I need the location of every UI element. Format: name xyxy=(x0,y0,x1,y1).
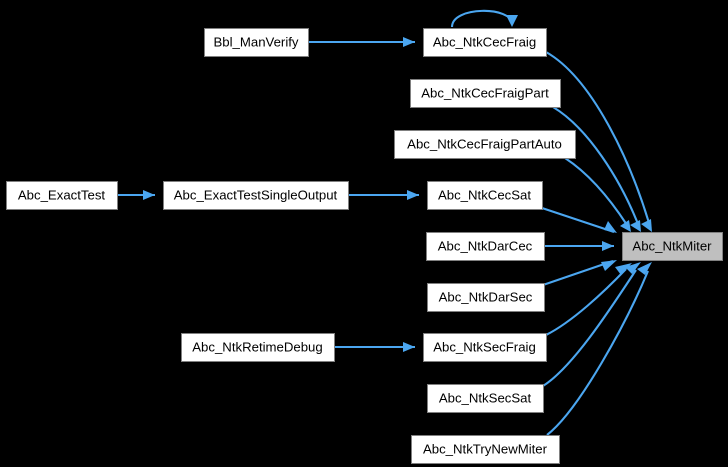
edge-abc-ntk-retime-debug-to-abc-ntk-sec-fraig xyxy=(334,342,415,352)
edge-line xyxy=(545,268,627,336)
edge-abc-ntk-try-new-miter-to-abc-ntk-miter xyxy=(546,262,652,436)
arrowhead-icon xyxy=(620,220,631,232)
arrowhead-icon xyxy=(625,262,641,274)
arrowhead-icon xyxy=(143,190,155,200)
graph-node-abc-ntk-cec-fraig-part-auto[interactable]: Abc_NtkCecFraigPartAuto xyxy=(394,130,576,159)
edge-bbl-man-verify-to-abc-ntk-cec-fraig xyxy=(308,37,415,47)
edge-line xyxy=(552,106,639,225)
edge-abc-ntk-sec-sat-to-abc-ntk-miter xyxy=(542,262,641,387)
arrowhead-icon xyxy=(403,342,415,352)
node-box[interactable] xyxy=(181,333,335,362)
edge-abc-ntk-dar-cec-to-abc-ntk-miter xyxy=(544,241,614,251)
node-box[interactable] xyxy=(427,384,544,413)
arrowhead-icon xyxy=(602,241,614,251)
node-box[interactable] xyxy=(204,28,309,57)
edge-abc-exact-test-to-abc-exact-test-single-output xyxy=(117,190,155,200)
node-box[interactable] xyxy=(163,181,349,210)
arrowhead-icon xyxy=(601,260,617,271)
edge-abc-ntk-dar-sec-to-abc-ntk-miter xyxy=(542,260,617,286)
edge-line xyxy=(541,207,615,233)
edge-abc-ntk-sec-fraig-to-abc-ntk-miter xyxy=(545,263,632,336)
edge-line xyxy=(545,51,651,224)
edge-line xyxy=(542,260,614,286)
edge-abc-ntk-cec-fraig-to-abc-ntk-cec-fraig xyxy=(450,9,518,28)
node-box[interactable] xyxy=(427,283,545,312)
node-box[interactable] xyxy=(6,181,118,210)
arrowhead-icon xyxy=(630,220,641,232)
node-box[interactable] xyxy=(426,232,545,261)
arrowhead-icon xyxy=(403,37,415,47)
edge-line xyxy=(564,157,628,226)
node-box[interactable] xyxy=(394,130,576,159)
edge-abc-ntk-cec-fraig-part-auto-to-abc-ntk-miter xyxy=(564,157,631,232)
arrowhead-icon xyxy=(506,15,518,27)
edge-abc-ntk-cec-fraig-to-abc-ntk-miter xyxy=(545,51,652,232)
graph-node-abc-ntk-sec-fraig[interactable]: Abc_NtkSecFraig xyxy=(423,333,547,362)
graph-node-abc-exact-test-single-output[interactable]: Abc_ExactTestSingleOutput xyxy=(163,181,349,210)
graph-node-abc-ntk-miter[interactable]: Abc_NtkMiter xyxy=(622,232,723,261)
graph-node-abc-ntk-retime-debug[interactable]: Abc_NtkRetimeDebug xyxy=(181,333,335,362)
arrowhead-icon xyxy=(615,263,632,275)
graph-node-abc-ntk-cec-sat[interactable]: Abc_NtkCecSat xyxy=(427,181,543,210)
edge-line xyxy=(450,9,514,28)
edge-line xyxy=(542,269,637,387)
graph-node-abc-ntk-try-new-miter[interactable]: Abc_NtkTryNewMiter xyxy=(411,435,560,464)
node-box[interactable] xyxy=(411,435,560,464)
node-box[interactable] xyxy=(423,333,547,362)
arrowhead-icon xyxy=(641,219,652,232)
edge-abc-exact-test-single-output-to-abc-ntk-cec-sat xyxy=(348,190,419,200)
edges-layer xyxy=(117,9,652,436)
graph-node-abc-ntk-dar-sec[interactable]: Abc_NtkDarSec xyxy=(427,283,545,312)
edge-abc-ntk-cec-fraig-part-to-abc-ntk-miter xyxy=(552,106,641,232)
nodes-layer: Bbl_ManVerify Abc_NtkCecFraigAbc_NtkCecFr… xyxy=(6,28,723,464)
node-box[interactable] xyxy=(427,181,543,210)
node-box[interactable] xyxy=(410,79,561,108)
graph-node-abc-ntk-dar-cec[interactable]: Abc_NtkDarCec xyxy=(426,232,545,261)
graph-node-abc-ntk-cec-fraig[interactable]: Abc_NtkCecFraig xyxy=(423,28,547,57)
graph-node-bbl-man-verify[interactable]: Bbl_ManVerify xyxy=(204,28,309,57)
graph-node-abc-exact-test[interactable]: Abc_ExactTest xyxy=(6,181,118,210)
arrowhead-icon xyxy=(604,221,617,233)
node-box[interactable] xyxy=(423,28,547,57)
graph-node-abc-ntk-sec-sat[interactable]: Abc_NtkSecSat xyxy=(427,384,544,413)
node-box[interactable] xyxy=(622,232,723,261)
edge-line xyxy=(546,270,649,436)
edge-abc-ntk-cec-sat-to-abc-ntk-miter xyxy=(541,207,617,233)
arrowhead-icon xyxy=(407,190,419,200)
graph-node-abc-ntk-cec-fraig-part[interactable]: Abc_NtkCecFraigPart xyxy=(410,79,561,108)
arrowhead-icon xyxy=(637,262,652,275)
